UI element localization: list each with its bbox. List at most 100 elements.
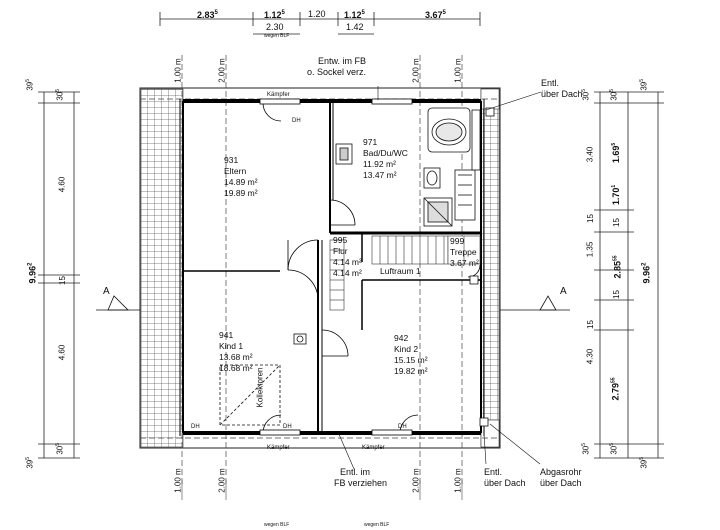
room-bad-area2: 13.47 m²: [363, 170, 397, 180]
note-entl-bottom-line1: Entl.: [484, 467, 503, 477]
dim-right-340: 3.40: [585, 146, 595, 163]
note-dh-bottom-right: DH: [398, 424, 407, 430]
dim-left-30-top: 305: [55, 88, 65, 101]
height-mark-bottom-1: 1.00 m: [173, 468, 183, 493]
room-kind1-name: Kind 1: [219, 341, 244, 351]
left-dimension-chain: [38, 91, 80, 459]
dim-right-30b-bottom: 305: [609, 442, 619, 455]
note-dh-bottom-mid: DH: [283, 424, 292, 430]
room-eltern-area2: 19.89 m²: [224, 188, 258, 198]
room-eltern: 931 Eltern 14.89 m² 19.89 m²: [224, 155, 258, 199]
room-flur: 995 Flur 4.14 m² 4.14 m²: [333, 235, 362, 279]
dim-top-4: 1.125: [344, 10, 365, 20]
height-mark-top-3: 2.00 m: [411, 58, 421, 83]
height-mark-bottom-3: 2.00 m: [411, 468, 421, 493]
room-kind2-area2: 19.82 m²: [394, 366, 428, 376]
right-dimension-chain: [594, 91, 664, 459]
note-entw-line2: o. Sockel verz.: [307, 67, 367, 77]
note-kaempfer-bottom-right: Kämpfer: [362, 445, 385, 451]
bottom-note-left: wegen BLF: [264, 522, 290, 528]
chimney-pipe: [469, 107, 495, 427]
section-label-right: A: [560, 286, 567, 297]
note-entl-fb-line1: Entl. im: [340, 467, 371, 477]
height-mark-bottom-4: 1.00 m: [453, 468, 463, 493]
room-bad-area1: 11.92 m²: [363, 159, 396, 169]
dim-right-15a: 15: [585, 214, 595, 223]
annotation-leaders: [337, 86, 542, 470]
top-dimension-chain: [159, 12, 481, 35]
collector-rack: [219, 333, 307, 426]
note-abgas-line2: über Dach: [540, 478, 582, 488]
note-dh-top: DH: [292, 118, 301, 124]
dim-right-285: 2.8555: [612, 255, 623, 279]
note-entl-fb-line2: FB verziehen: [334, 478, 388, 488]
room-eltern-number: 931: [224, 155, 239, 165]
dim-right-30a-bottom: 305: [581, 442, 591, 455]
dim-top-7: 1.42: [346, 22, 364, 32]
dim-right-39-bottom: 395: [639, 456, 649, 469]
dim-top-6: 2.30: [266, 22, 284, 32]
dim-right-30b-top: 305: [609, 88, 619, 101]
note-kaempfer-bottom-left: Kämpfer: [267, 445, 290, 451]
room-kind1-number: 941: [219, 330, 234, 340]
note-entl-top-line1: Entl.: [541, 78, 560, 88]
exterior-walls: [179, 99, 485, 436]
dim-right-170: 1.701: [611, 184, 622, 206]
room-treppe-name: Treppe: [450, 247, 477, 257]
room-flur-name: Flur: [333, 246, 348, 256]
dim-left-460-b: 4.60: [57, 344, 67, 361]
dim-right-279: 2.7955: [610, 377, 621, 401]
room-kind2-name: Kind 2: [394, 344, 419, 354]
room-eltern-area1: 14.89 m²: [224, 177, 258, 187]
room-bad-name: Bad/Du/WC: [363, 148, 408, 158]
room-flur-area1: 4.14 m²: [333, 257, 362, 267]
note-kollektoren: Kollektoren: [255, 367, 265, 408]
dim-right-169: 1.695: [611, 142, 622, 164]
height-mark-top-2: 2.00 m: [217, 58, 227, 83]
section-label-left: A: [103, 286, 110, 297]
room-treppe: 999 Treppe 3.67 m²: [450, 236, 479, 269]
room-bad: 971 Bad/Du/WC 11.92 m² 13.47 m²: [363, 137, 408, 181]
staircase: [329, 235, 481, 311]
dim-right-135: 1.35: [585, 241, 595, 258]
bathroom-fixtures: [335, 107, 481, 227]
room-flur-area2: 4.14 m²: [333, 268, 362, 278]
room-flur-number: 995: [333, 235, 348, 245]
dim-right-15b: 15: [611, 218, 621, 227]
room-treppe-number: 999: [450, 236, 465, 246]
roof-overhang: [139, 87, 501, 449]
room-treppe-area1: 3.67 m²: [450, 258, 479, 268]
room-eltern-name: Eltern: [224, 166, 247, 176]
note-dh-bottom-left: DH: [191, 424, 200, 430]
room-kind2: 942 Kind 2 15.15 m² 19.82 m²: [394, 333, 428, 377]
height-mark-bottom-2: 2.00 m: [217, 468, 227, 493]
dim-right-39-top: 395: [639, 78, 649, 91]
dim-top-5: 3.675: [425, 10, 446, 20]
dim-top-2: 1.125: [264, 10, 285, 20]
interior-walls: [183, 103, 481, 432]
dim-right-15d: 15: [585, 320, 595, 329]
section-markers: [96, 295, 570, 311]
note-kaempfer-top: Kämpfer: [267, 92, 290, 98]
room-bad-number: 971: [363, 137, 378, 147]
dim-right-15c: 15: [611, 290, 621, 299]
height-tick-lines: [181, 480, 463, 500]
room-kind1-area2: 18.68 m²: [219, 363, 253, 373]
height-mark-top-1: 1.00 m: [173, 58, 183, 83]
note-entl-top-line2: über Dach: [541, 89, 583, 99]
note-entw-line1: Entw. im FB: [318, 56, 367, 66]
dim-top-3: 1.20: [308, 9, 326, 19]
dim-right-total: 9.962: [641, 262, 652, 284]
room-kind2-area1: 15.15 m²: [394, 355, 428, 365]
dim-left-39-top: 395: [25, 78, 35, 91]
dim-left-total: 9.962: [27, 262, 38, 284]
windows: [259, 98, 413, 436]
dim-right-430: 4.30: [585, 348, 595, 365]
dim-top-1: 2.835: [197, 10, 218, 20]
dim-left-30-bottom: 305: [55, 442, 65, 455]
dim-left-39-bottom: 395: [25, 456, 35, 469]
dim-left-460-a: 4.60: [57, 176, 67, 193]
room-kind1-area1: 13.68 m²: [219, 352, 253, 362]
